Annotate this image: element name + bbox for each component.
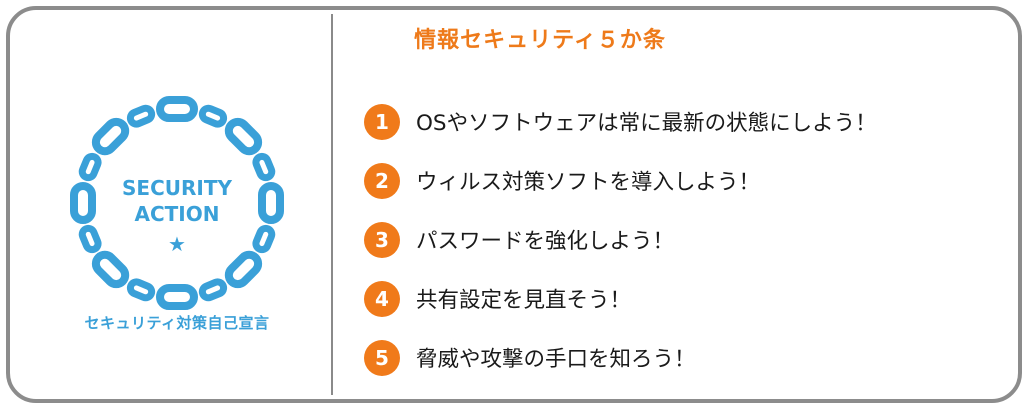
rule-item: 4 共有設定を見直そう！ <box>364 269 877 328</box>
security-action-logo: SECURITY ACTION ★ <box>70 96 284 310</box>
rule-text: 脅威や攻撃の手口を知ろう！ <box>416 347 696 372</box>
rule-item: 1 OSやソフトウェアは常に最新の状態にしよう！ <box>364 92 877 151</box>
rule-text: 共有設定を見直そう！ <box>416 288 632 313</box>
rule-item: 2 ウィルス対策ソフトを導入しよう！ <box>364 151 877 210</box>
rule-text: パスワードを強化しよう！ <box>416 229 675 254</box>
chain-link <box>70 182 96 224</box>
chain-link <box>156 96 198 122</box>
chain-link <box>91 117 130 156</box>
rule-text: ウィルス対策ソフトを導入しよう！ <box>416 170 761 195</box>
chain-link <box>91 250 130 289</box>
star-icon: ★ <box>168 232 186 256</box>
page-title: 情報セキュリティ５か条 <box>414 28 666 53</box>
panel-frame <box>6 6 1022 403</box>
logo-caption: セキュリティ対策自己宣言 <box>84 314 270 332</box>
rule-number-badge: 2 <box>364 162 400 199</box>
vertical-divider <box>331 14 333 395</box>
rule-item: 3 パスワードを強化しよう！ <box>364 210 877 269</box>
rule-number-badge: 3 <box>364 221 400 258</box>
chain-link <box>252 224 276 254</box>
rule-number-badge: 5 <box>364 339 400 376</box>
logo-line1: SECURITY <box>122 176 232 200</box>
chain-link <box>126 104 156 128</box>
rule-number-badge: 1 <box>364 103 400 140</box>
chain-link <box>198 104 228 128</box>
logo-line2: ACTION <box>135 202 220 226</box>
rule-item: 5 脅威や攻撃の手口を知ろう！ <box>364 328 877 387</box>
chain-link <box>156 284 198 310</box>
chain-link <box>252 152 276 182</box>
rule-number-badge: 4 <box>364 280 400 317</box>
chain-link <box>224 250 263 289</box>
chain-link <box>224 117 263 156</box>
chain-link <box>78 224 102 254</box>
rule-text: OSやソフトウェアは常に最新の状態にしよう！ <box>416 111 877 136</box>
chain-link <box>198 278 228 302</box>
chain-ring-icon <box>70 96 284 310</box>
chain-link <box>78 152 102 182</box>
chain-link <box>258 182 284 224</box>
chain-link <box>126 278 156 302</box>
rules-list: 1 OSやソフトウェアは常に最新の状態にしよう！ 2 ウィルス対策ソフトを導入し… <box>364 92 877 387</box>
